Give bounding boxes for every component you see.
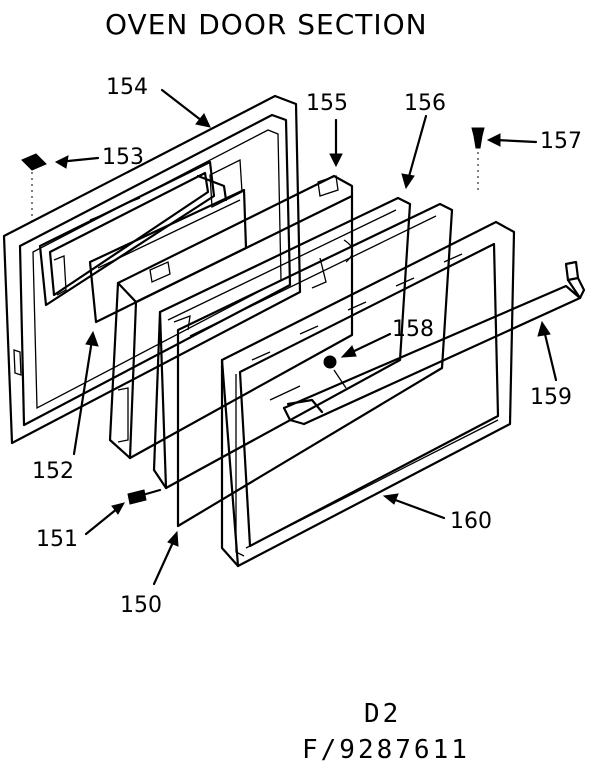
label-158: 158	[392, 317, 434, 342]
label-156: 156	[404, 91, 446, 116]
screw-151: 151	[36, 488, 162, 552]
label-153: 153	[102, 145, 144, 170]
label-159: 159	[530, 385, 572, 410]
callout-154: 154	[106, 75, 211, 128]
handle-159: 159	[282, 260, 586, 426]
label-152: 152	[32, 459, 74, 484]
label-150: 150	[120, 593, 162, 618]
front-frame-160: 160	[220, 220, 516, 568]
label-157: 157	[540, 129, 582, 154]
label-155: 155	[306, 91, 348, 116]
clip-153: 153	[21, 145, 144, 222]
inner-liner-155: 155	[108, 91, 354, 460]
label-160: 160	[450, 509, 492, 534]
diagram-title: OVEN DOOR SECTION	[105, 8, 428, 41]
badge-158: 158	[323, 317, 434, 389]
label-154: 154	[106, 75, 148, 100]
callout-152: 152	[32, 330, 99, 484]
figure-number: F/9287611	[302, 735, 470, 765]
inner-frame-152	[38, 160, 228, 307]
front-glass-150: 150	[120, 202, 454, 618]
screw-157: 157	[471, 127, 582, 192]
label-151: 151	[36, 527, 78, 552]
diagram-code: D2	[364, 699, 401, 729]
